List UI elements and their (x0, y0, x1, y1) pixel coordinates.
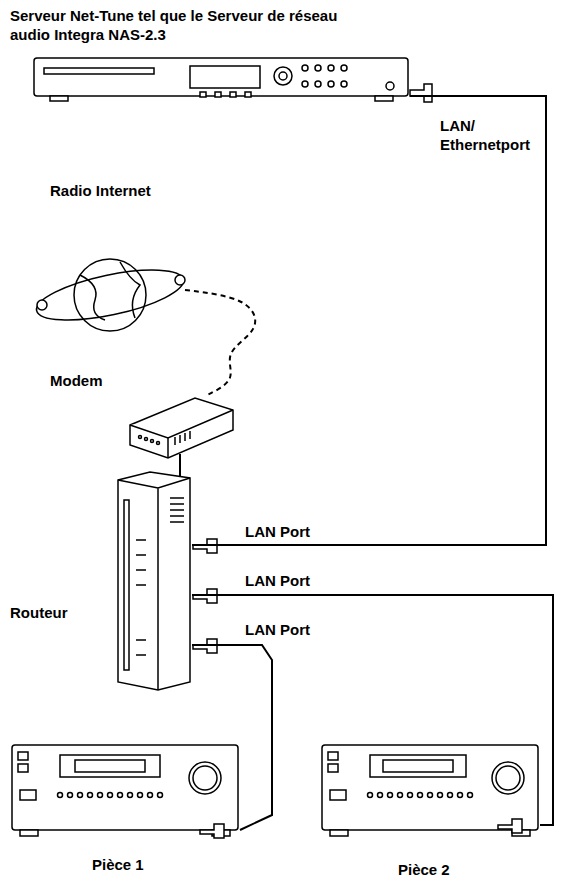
device-label: Pièce 1 (92, 855, 182, 874)
receiver-room: Pièce 1 (10, 743, 240, 840)
receiver-room-1 (12, 745, 238, 836)
device-label: Radio Internet (50, 181, 210, 200)
device-label: Pièce 2 (398, 860, 488, 879)
receiver-room: Pièce 2 (320, 743, 540, 840)
port-label: LAN Port (245, 571, 345, 590)
device-label: Serveur Net-Tune tel que le Serveur de r… (10, 6, 355, 44)
port-label: LAN Port (245, 522, 345, 541)
modem-device (130, 398, 233, 458)
server-device (34, 58, 408, 101)
network-cable (192, 96, 546, 545)
router-device (118, 472, 190, 690)
port-label: LAN Port (245, 620, 345, 639)
internet-radio-globe: Radio Internet (35, 255, 185, 335)
globe-icon (32, 259, 187, 331)
device-label: Routeur (10, 603, 100, 622)
modem-device: Modem (128, 396, 235, 460)
network-cable (192, 595, 553, 825)
router-device: Routeur (116, 470, 192, 692)
port-label: LAN/ Ethernetport (440, 116, 550, 154)
server-device: Serveur Net-Tune tel que le Serveur de r… (32, 55, 410, 103)
network-cable (179, 454, 181, 476)
network-cable (192, 645, 272, 830)
receiver-room-2 (322, 745, 538, 836)
lan-plug (193, 84, 522, 838)
device-label: Modem (50, 371, 130, 390)
wireless-link (185, 290, 255, 396)
